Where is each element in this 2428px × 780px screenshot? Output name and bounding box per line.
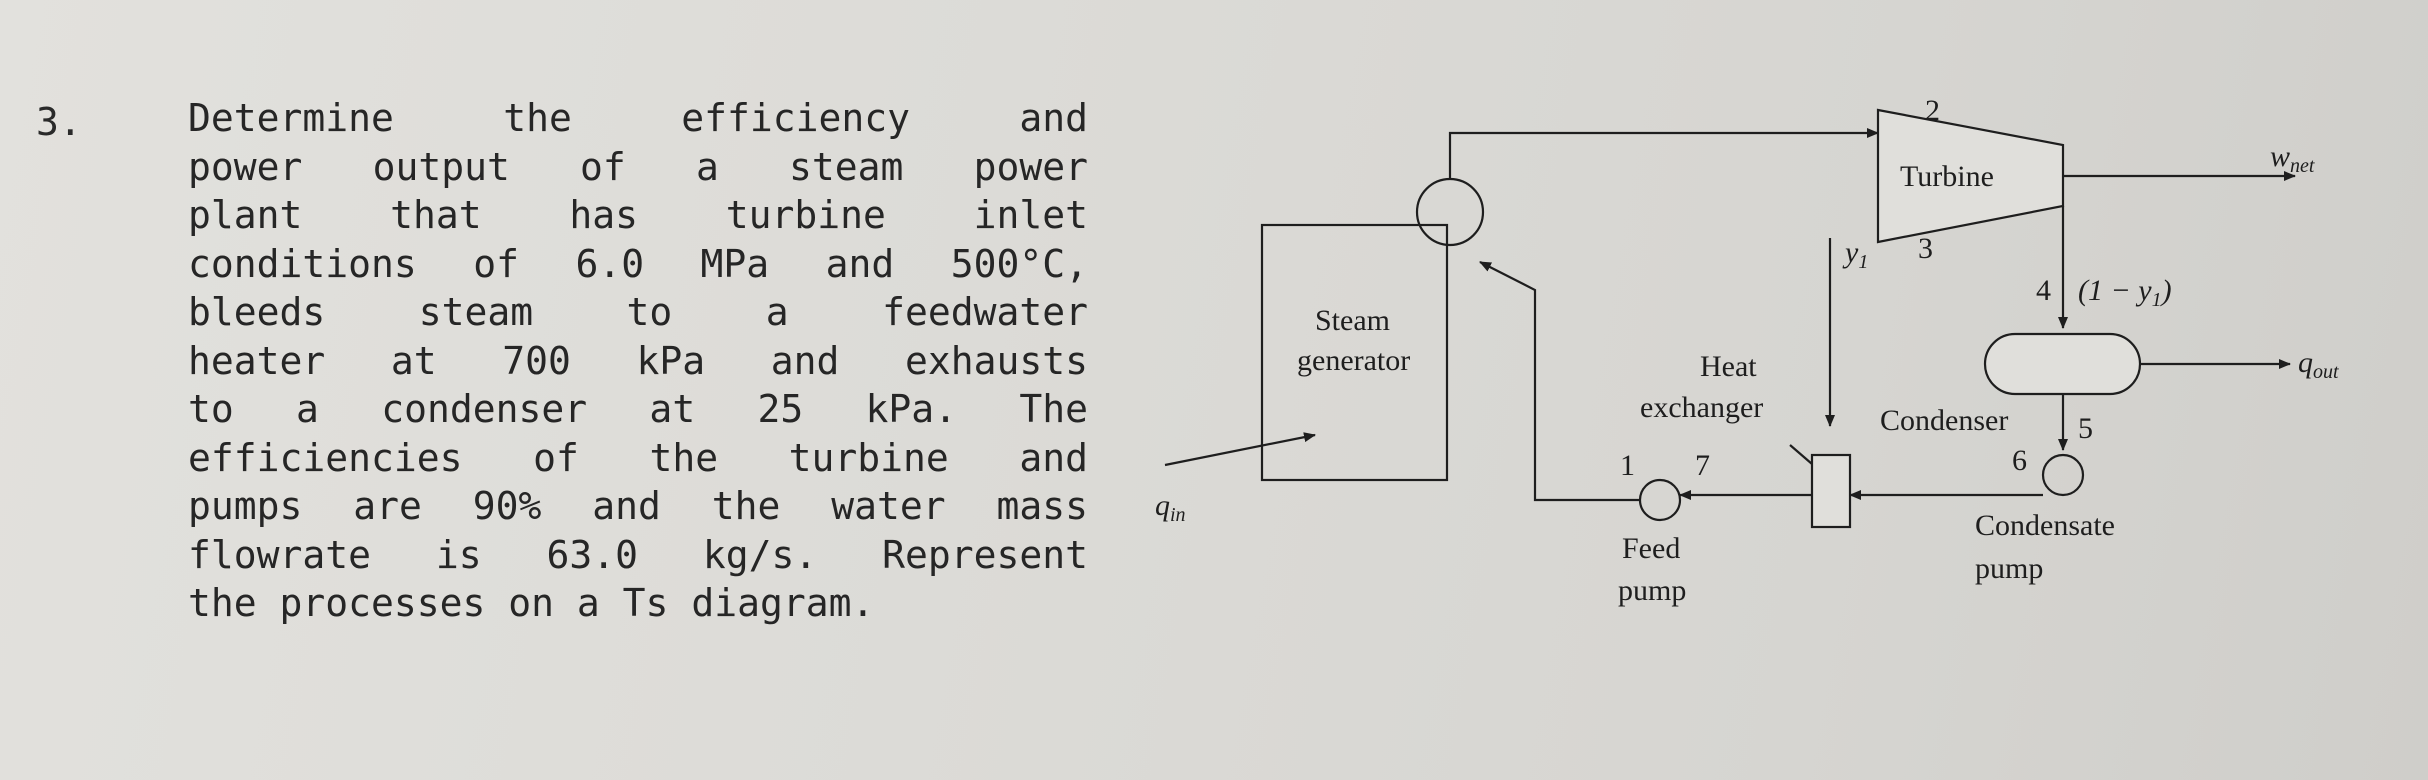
state-7-label: 7 <box>1695 449 1710 482</box>
problem-line: power output of a steam power <box>188 144 1088 189</box>
w-net-label: wnet <box>2270 140 2315 177</box>
q-in-label: qin <box>1155 489 1186 526</box>
heat-exchanger-shape <box>1810 453 1852 529</box>
y1-label: y1 <box>1842 236 1868 273</box>
feed-pump-label-1: Feed <box>1622 532 1680 565</box>
boiler-drum-icon <box>1415 177 1485 247</box>
state-5-label: 5 <box>2078 412 2093 445</box>
feed-pump-icon <box>1638 478 1682 522</box>
problem-line: heater at 700 kPa and exhausts <box>188 338 1088 383</box>
state-3-label: 3 <box>1918 232 1933 265</box>
state-4-label: 4 <box>2036 274 2051 307</box>
state-6-label: 6 <box>2012 444 2027 477</box>
state-1-label: 1 <box>1620 449 1635 482</box>
q-out-label: qout <box>2298 346 2339 383</box>
steam-generator-label-1: Steam <box>1315 304 1390 337</box>
problem-number: 3. <box>36 100 82 144</box>
problem-line: Determine the efficiency and <box>188 96 1088 140</box>
problem-line: bleeds steam to a feedwater <box>188 290 1088 334</box>
problem-line: efficiencies of the turbine and <box>188 435 1088 480</box>
diagram-labels: 2 Turbine wnet y1 3 4 (1 − y1) qout Cond… <box>1155 94 2339 607</box>
condenser-label: Condenser <box>1880 404 2008 437</box>
problem-line: the processes on a Ts diagram. <box>188 581 875 625</box>
steam-generator-box <box>1260 223 1449 482</box>
heat-exchanger-label-1: Heat <box>1700 350 1757 383</box>
problem-line: flowrate is 63.0 kg/s. Represent <box>188 532 1088 577</box>
problem-line: pumps are 90% and the water mass <box>188 484 1088 528</box>
problem-line: conditions of 6.0 MPa and 500°C, <box>188 241 1088 286</box>
feed-pump-label-2: pump <box>1618 574 1686 607</box>
turbine-label: Turbine <box>1900 160 1994 193</box>
problem-line: plant that has turbine inlet <box>188 193 1088 237</box>
condensate-pump-label-2: pump <box>1975 552 2043 585</box>
condenser-shape <box>1983 332 2142 396</box>
condensate-pump-icon <box>2041 453 2085 497</box>
problem-statement: Determine the efficiency and power outpu… <box>188 94 1088 628</box>
heat-exchanger-label-2: exchanger <box>1640 391 1763 424</box>
condensate-pump-label-1: Condensate <box>1975 509 2115 542</box>
one-minus-y1-label: (1 − y1) <box>2078 274 2172 311</box>
problem-line: to a condenser at 25 kPa. The <box>188 387 1088 431</box>
steam-generator-label-2: generator <box>1297 344 1410 377</box>
state-2-label: 2 <box>1925 94 1940 127</box>
